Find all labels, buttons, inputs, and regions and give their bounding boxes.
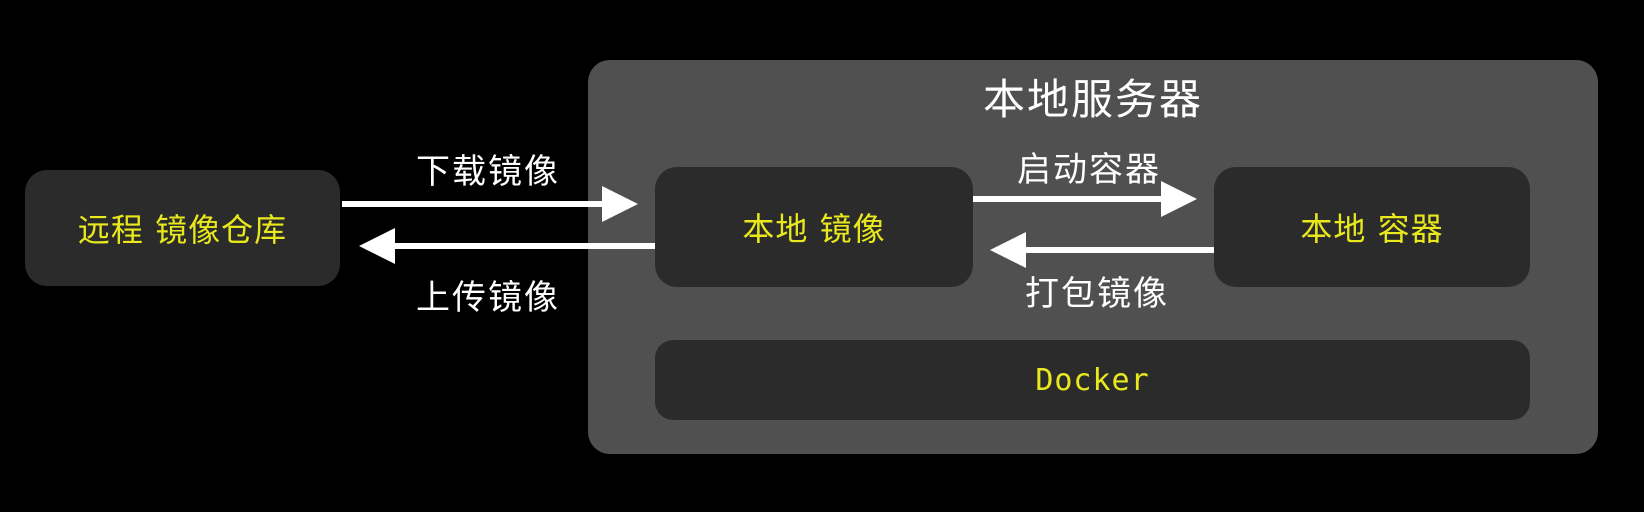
pack-image-label: 打包镜像: [1025, 274, 1169, 314]
upload-image-label: 上传镜像: [416, 278, 560, 318]
local-container-node: 本地 容器: [1214, 167, 1530, 287]
start-container-label: 启动容器: [1017, 150, 1161, 190]
remote-image-repository-node: 远程 镜像仓库: [25, 170, 340, 286]
local-image-node: 本地 镜像: [655, 167, 973, 287]
local-server-title: 本地服务器: [982, 75, 1203, 124]
docker-bar: Docker: [655, 340, 1530, 420]
download-image-label: 下载镜像: [416, 152, 560, 192]
